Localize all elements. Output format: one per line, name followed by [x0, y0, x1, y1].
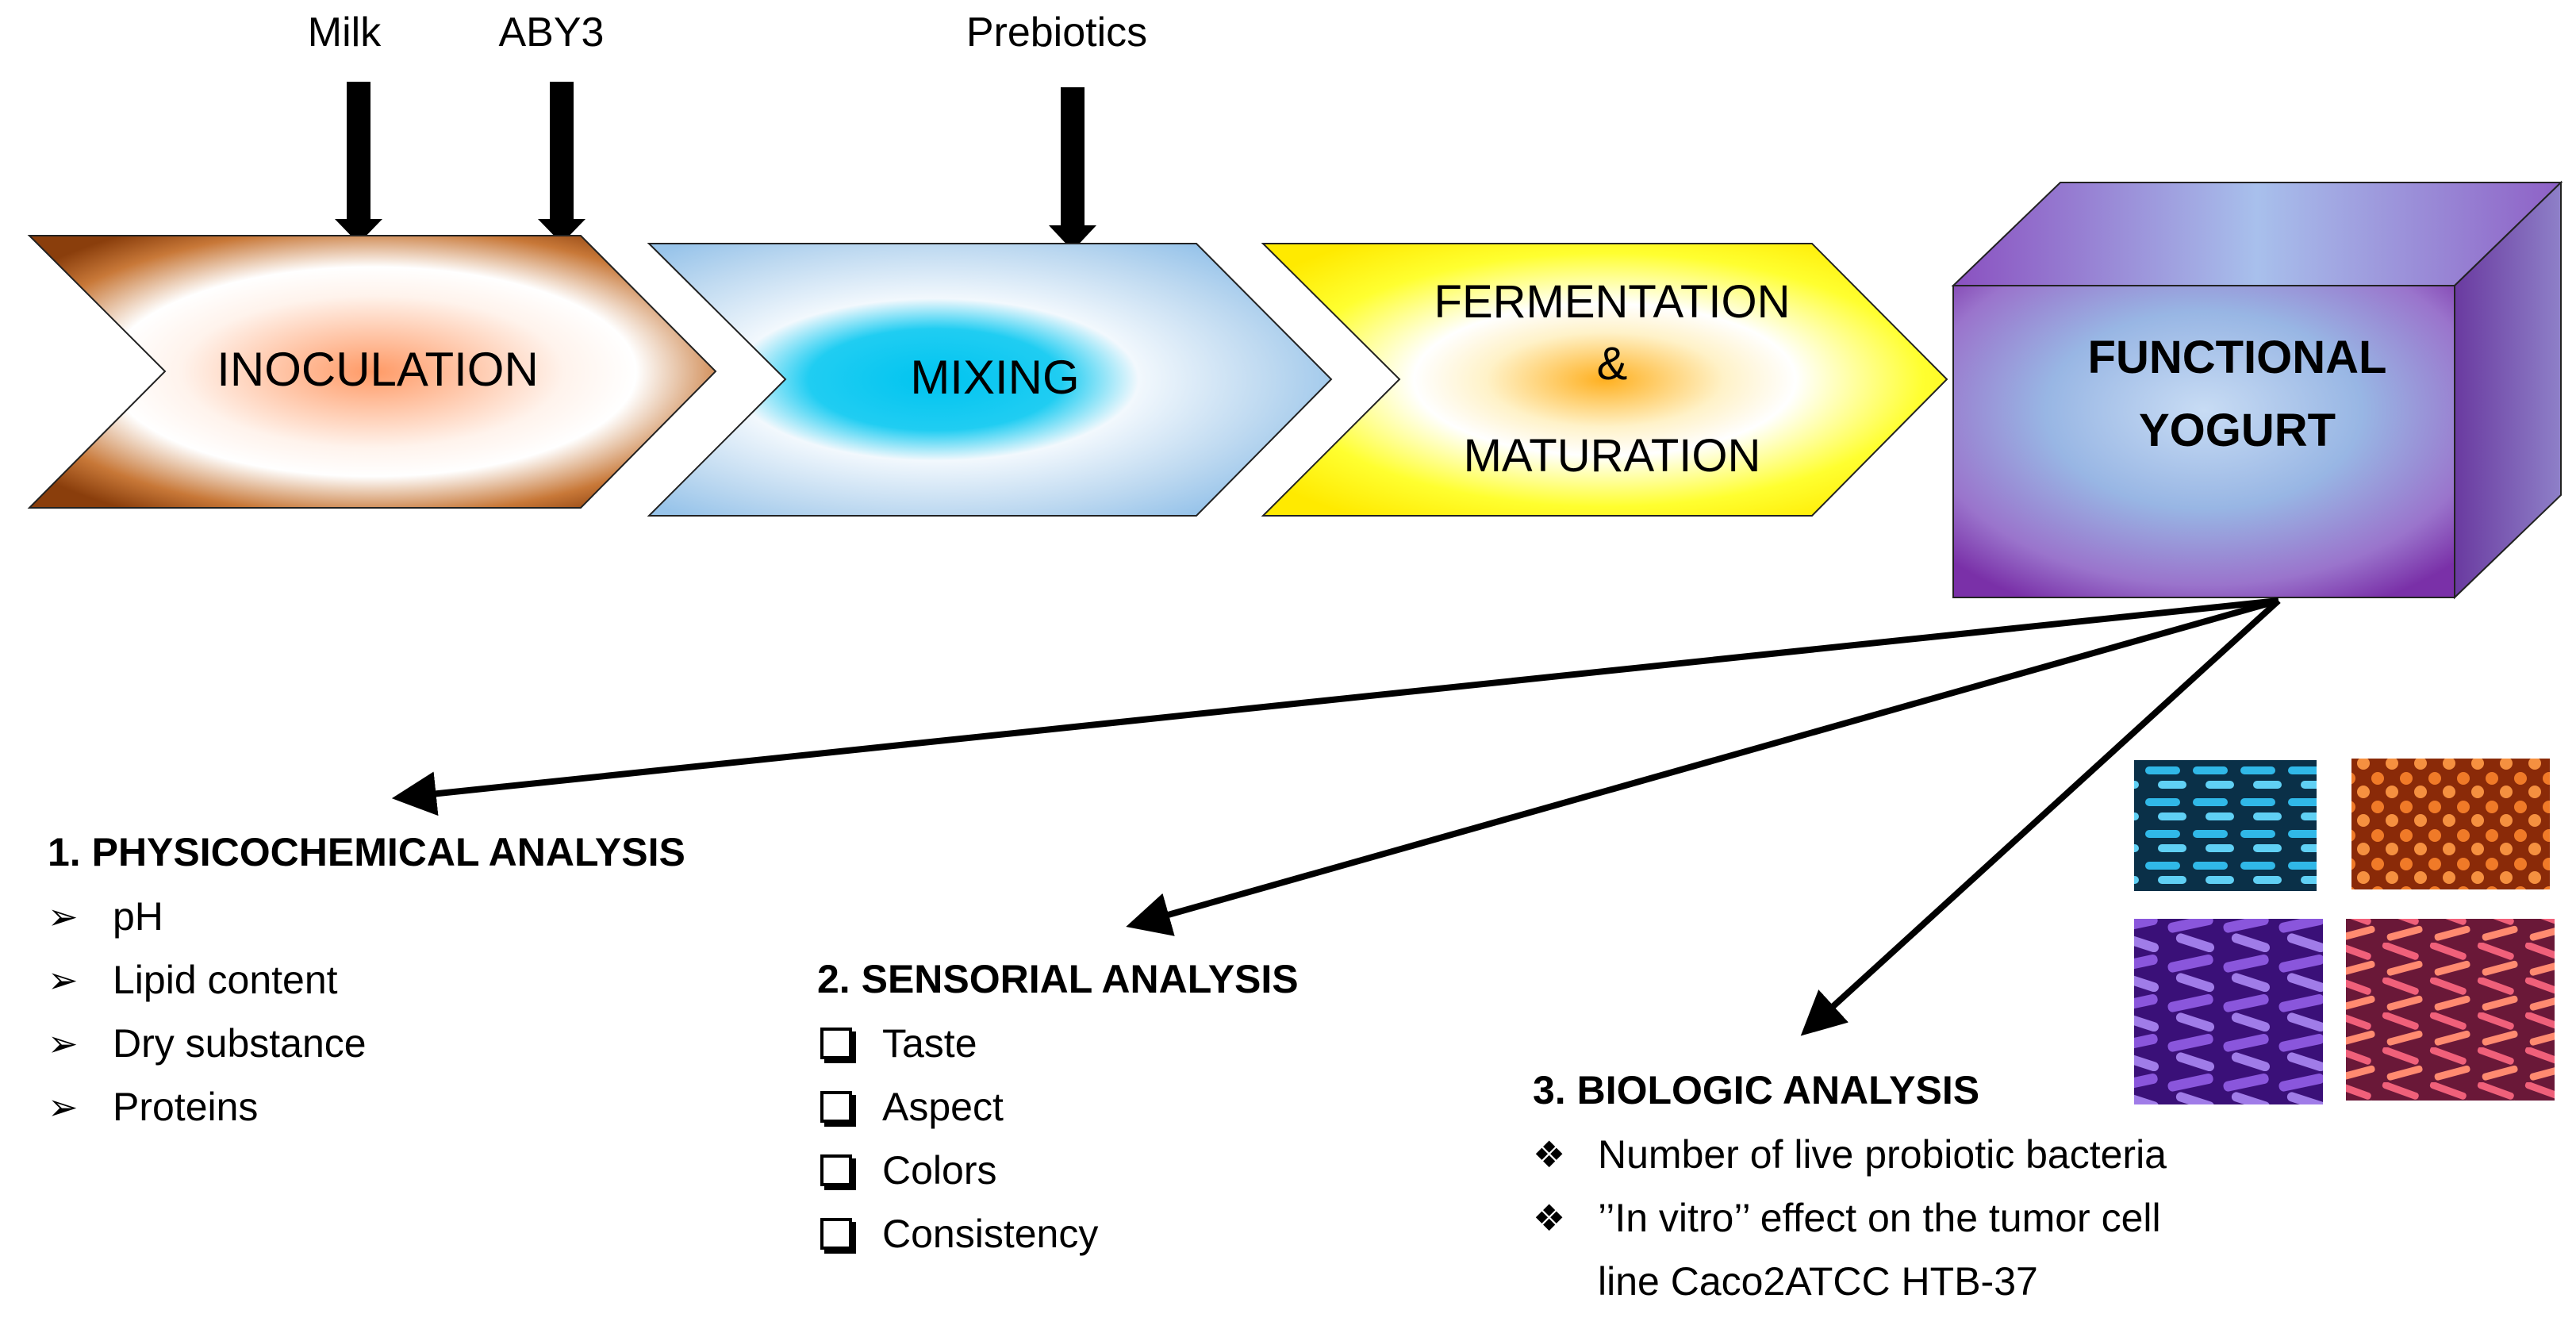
list-item: ❖ Number of live probiotic bacteria [1533, 1123, 2167, 1186]
fermentation-label-line1: FERMENTATION [1434, 276, 1791, 328]
physicochemical-heading: 1. PHYSICOCHEMICAL ANALYSIS [48, 830, 685, 874]
sensorial-heading: 2. SENSORIAL ANALYSIS [817, 957, 1299, 1001]
list-item: Consistency [820, 1202, 1098, 1266]
fermentation-chevron [1261, 243, 1948, 517]
arrow-bullet-icon: ➢ [48, 896, 79, 937]
aby3-arrow-shaft [550, 82, 574, 219]
list-item-label: Aspect [882, 1085, 1004, 1129]
arrow-bullet-icon: ➢ [48, 959, 79, 1001]
list-item: line Caco2ATCC HTB-37 [1533, 1250, 2167, 1313]
prebiotics-label: Prebiotics [966, 10, 1147, 56]
list-item-label: Taste [882, 1021, 977, 1066]
list-item-label: Colors [882, 1148, 997, 1193]
mixing-chevron [647, 243, 1333, 517]
list-item-label: pH [113, 894, 163, 939]
list-item: Colors [820, 1139, 1098, 1202]
inoculation-label: INOCULATION [217, 343, 539, 396]
list-item: ❖ ’’In vitro’’ effect on the tumor cell [1533, 1186, 2167, 1250]
fermentation-ampersand: & [1597, 338, 1628, 390]
product-label-line2: YOGURT [2139, 405, 2336, 456]
checkbox-bullet-icon [820, 1154, 852, 1186]
aby3-label: ABY3 [499, 10, 605, 56]
list-item-label: Dry substance [113, 1021, 367, 1066]
aby3-arrow-head [538, 219, 585, 244]
arrow-bullet-icon: ➢ [48, 1086, 79, 1127]
blue-bacteria-micrograph [2134, 760, 2317, 891]
analysis-arrows [391, 597, 2281, 1036]
inoculation-chevron [27, 235, 717, 509]
list-item: ➢ pH [48, 885, 367, 948]
arrow-bullet-icon: ➢ [48, 1023, 79, 1064]
diamond-bullet-icon: ❖ [1533, 1197, 1566, 1239]
arrow-to-biologic [1800, 598, 2281, 1036]
functional-yogurt-cube [1951, 180, 2563, 600]
list-item-label: Lipid content [113, 958, 338, 1002]
arrow-to-physicochemical [391, 597, 2279, 816]
cube-front-face [1952, 285, 2455, 598]
milk-arrow-shaft [347, 82, 370, 219]
biologic-heading: 3. BIOLOGIC ANALYSIS [1533, 1068, 1980, 1112]
prebiotics-arrow-head [1049, 225, 1096, 251]
list-item: ➢ Dry substance [48, 1012, 367, 1075]
sensorial-list: Taste Aspect Colors Consistency [820, 1012, 1098, 1266]
checkbox-bullet-icon [820, 1028, 852, 1059]
list-item: Taste [820, 1012, 1098, 1075]
list-item-label: ’’In vitro’’ effect on the tumor cell [1598, 1196, 2161, 1240]
bacteria-micrographs [2134, 759, 2555, 1104]
list-item-label: Proteins [113, 1085, 259, 1129]
biologic-list: ❖ Number of live probiotic bacteria ❖ ’’In… [1533, 1123, 2167, 1313]
fermentation-label-line2: MATURATION [1464, 430, 1761, 482]
physicochemical-list: ➢ pH ➢ Lipid content ➢ Dry substance ➢ Prote… [48, 885, 367, 1139]
mixing-label: MIXING [910, 351, 1079, 404]
list-item-label: Consistency [882, 1212, 1099, 1256]
arrow-to-sensorial [1126, 597, 2280, 936]
list-item-label: Number of live probiotic bacteria [1598, 1132, 2167, 1177]
list-item-label: line Caco2ATCC HTB-37 [1598, 1259, 2038, 1304]
milk-arrow-head [335, 219, 382, 244]
list-item: Aspect [820, 1075, 1098, 1139]
list-item: ➢ Proteins [48, 1075, 367, 1139]
orange-bacteria-micrograph [2351, 759, 2550, 889]
diamond-bullet-icon: ❖ [1533, 1134, 1566, 1175]
product-label-line1: FUNCTIONAL [2088, 332, 2387, 383]
input-arrows [335, 82, 1096, 251]
prebiotics-arrow-shaft [1061, 87, 1085, 225]
milk-label: Milk [308, 10, 382, 56]
checkbox-bullet-icon [820, 1218, 852, 1250]
checkbox-bullet-icon [820, 1091, 852, 1123]
list-item: ➢ Lipid content [48, 948, 367, 1012]
pink-bacteria-micrograph [2346, 919, 2555, 1101]
purple-bacteria-micrograph [2134, 919, 2323, 1104]
